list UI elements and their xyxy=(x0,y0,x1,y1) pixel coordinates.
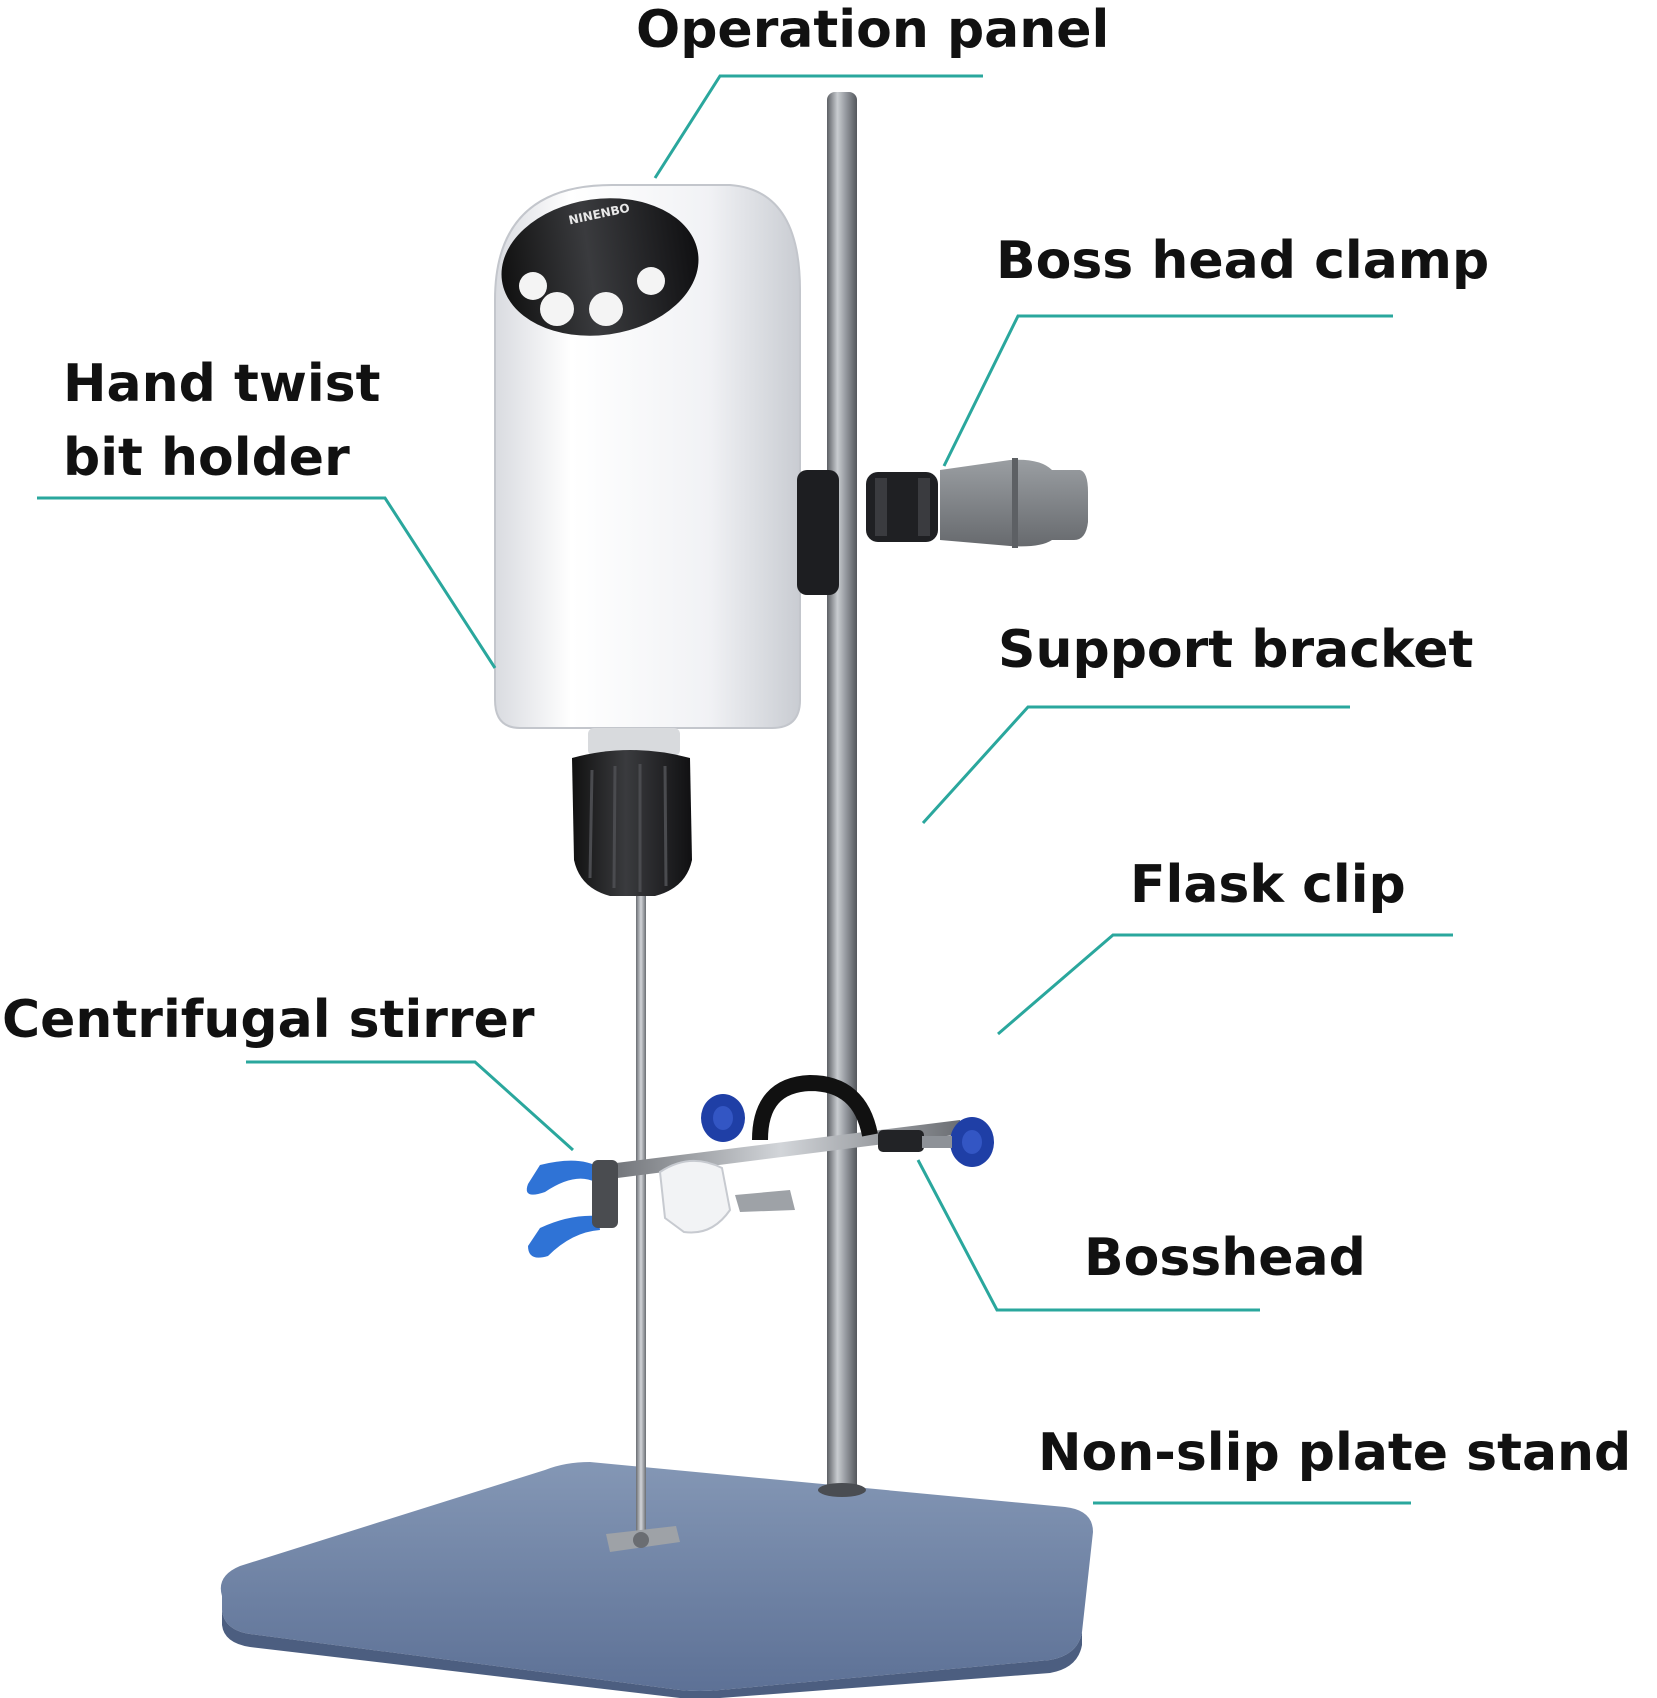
panel-button-3 xyxy=(589,292,623,326)
leader-line-operation-panel xyxy=(653,74,983,179)
label-non-slip-plate-stand: Non-slip plate stand xyxy=(1038,1423,1632,1483)
leader-line-hand-twist-bit-holder xyxy=(37,496,497,669)
label-support-bracket: Support bracket xyxy=(998,620,1474,680)
leader-line-centrifugal-stirrer xyxy=(246,1060,575,1152)
leader-line-flask-clip xyxy=(997,933,1453,1036)
boss-head-clamp xyxy=(866,458,1088,548)
panel-button-4 xyxy=(637,267,665,295)
leader-line-support-bracket xyxy=(921,705,1350,825)
panel-button-1 xyxy=(519,272,547,300)
label-boss-head-clamp: Boss head clamp xyxy=(996,231,1490,291)
bosshead xyxy=(878,1117,994,1167)
operation-panel: NINENBO xyxy=(501,198,699,336)
flask-clip xyxy=(526,1074,962,1258)
leader-lines xyxy=(37,74,1453,1505)
label-hand-twist-line2: bit holder xyxy=(63,428,350,488)
hand-twist-bit-holder xyxy=(572,728,692,896)
label-flask-clip: Flask clip xyxy=(1130,855,1406,915)
panel-button-2 xyxy=(540,292,574,326)
non-slip-plate-stand xyxy=(220,1462,1094,1698)
centrifugal-stirrer-shaft xyxy=(606,896,680,1552)
label-centrifugal-stirrer: Centrifugal stirrer xyxy=(2,990,535,1050)
label-bosshead: Bosshead xyxy=(1084,1228,1366,1288)
leader-line-bosshead xyxy=(916,1159,1260,1312)
support-bracket-rod xyxy=(818,92,866,1497)
leader-line-boss-head-clamp xyxy=(942,314,1393,467)
label-operation-panel: Operation panel xyxy=(636,0,1110,60)
label-hand-twist-line1: Hand twist xyxy=(63,354,381,414)
